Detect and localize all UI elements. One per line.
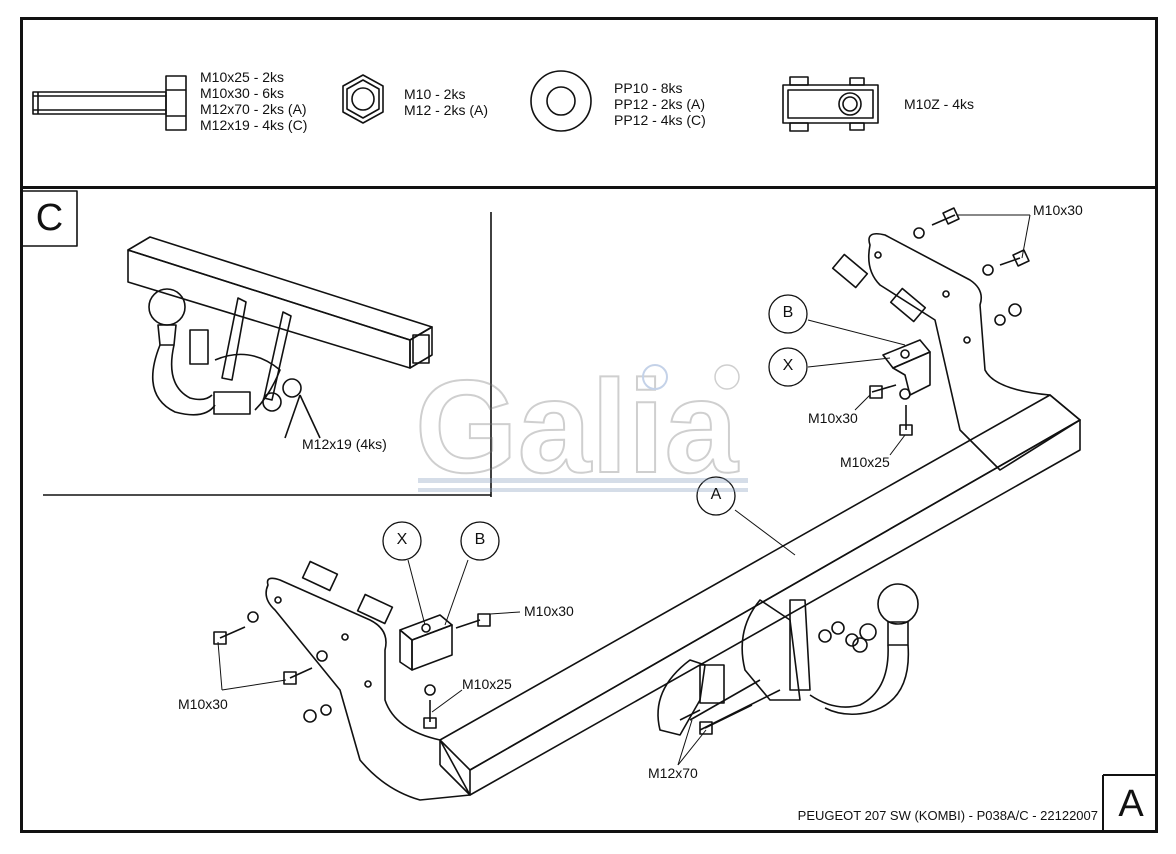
right-bolts <box>869 207 1030 436</box>
left-side-bracket <box>265 577 471 801</box>
left-clip-nut-2 <box>356 593 394 625</box>
callout-m10x30-left: M10x30 <box>178 696 228 712</box>
callout-b-left-label: B <box>474 531 486 548</box>
callout-m10x30-top-right: M10x30 <box>1033 202 1083 218</box>
bolt-spec: M12x70 - 2ks (A) <box>200 101 307 117</box>
detail-view-letter: C <box>35 197 64 239</box>
detail-c-crossbar <box>127 236 433 411</box>
washer-spec: PP12 - 4ks (C) <box>614 112 706 128</box>
callout-m10x25-right: M10x25 <box>840 454 890 470</box>
nut-icon <box>342 74 384 124</box>
washer-icon <box>530 70 592 132</box>
right-angle-bracket-x <box>882 339 931 396</box>
callout-x-right <box>768 347 808 387</box>
callout-m10x30-right: M10x30 <box>808 410 858 426</box>
callout-x-left <box>382 521 422 561</box>
nut-spec-list: M10 - 2ks M12 - 2ks (A) <box>404 86 488 118</box>
main-view-letter: A <box>1118 783 1144 825</box>
right-clip-nut-2 <box>889 287 927 323</box>
callout-x-right-label: X <box>782 357 794 374</box>
left-bolts <box>213 611 753 735</box>
main-right-hardware <box>818 621 877 653</box>
bolt-spec: M10x25 - 2ks <box>200 69 285 85</box>
right-side-bracket <box>867 232 1081 471</box>
right-clip-nut-1 <box>831 253 869 289</box>
svg-text:Galia: Galia <box>415 353 739 500</box>
left-clip-nut-1 <box>301 560 339 592</box>
callout-a <box>696 476 736 516</box>
callout-m12x70: M12x70 <box>648 765 698 781</box>
nut-spec: M10 - 2ks <box>404 86 466 102</box>
clip-spec: M10Z - 4ks <box>904 96 975 112</box>
callout-a-label: A <box>710 486 722 503</box>
title-block: PEUGEOT 207 SW (KOMBI) - P038A/C - 22122… <box>797 808 1098 823</box>
drawing-frame <box>20 17 1158 833</box>
clip-nut-icon <box>782 76 879 132</box>
bolt-icon <box>32 75 187 131</box>
callout-m10x25-left: M10x25 <box>462 676 512 692</box>
galia-logo: Galia <box>414 352 748 501</box>
bolt-spec: M10x30 - 6ks <box>200 85 285 101</box>
bolt-spec: M12x19 - 4ks (C) <box>200 117 308 133</box>
bolt-spec-list: M10x25 - 2ks M10x30 - 6ks M12x70 - 2ks (… <box>200 69 307 133</box>
washer-spec: PP10 - 8ks <box>614 80 683 96</box>
callout-x-left-label: X <box>396 531 408 548</box>
parts-list-panel <box>20 17 1158 189</box>
main-towball <box>657 583 919 736</box>
washer-spec: PP12 - 2ks (A) <box>614 96 706 112</box>
callout-b-right <box>768 294 808 334</box>
callout-m10x30-bracket: M10x30 <box>524 603 574 619</box>
nut-spec: M12 - 2ks (A) <box>404 102 489 118</box>
callout-m12x19: M12x19 (4ks) <box>302 436 387 452</box>
washer-spec-list: PP10 - 8ks PP12 - 2ks (A) PP12 - 4ks (C) <box>614 80 706 128</box>
left-angle-bracket-x <box>399 614 453 671</box>
callout-b-left <box>460 521 500 561</box>
callout-b-right-label: B <box>782 304 794 321</box>
clip-spec-list: M10Z - 4ks <box>904 96 974 112</box>
detail-c-towball <box>148 288 302 416</box>
